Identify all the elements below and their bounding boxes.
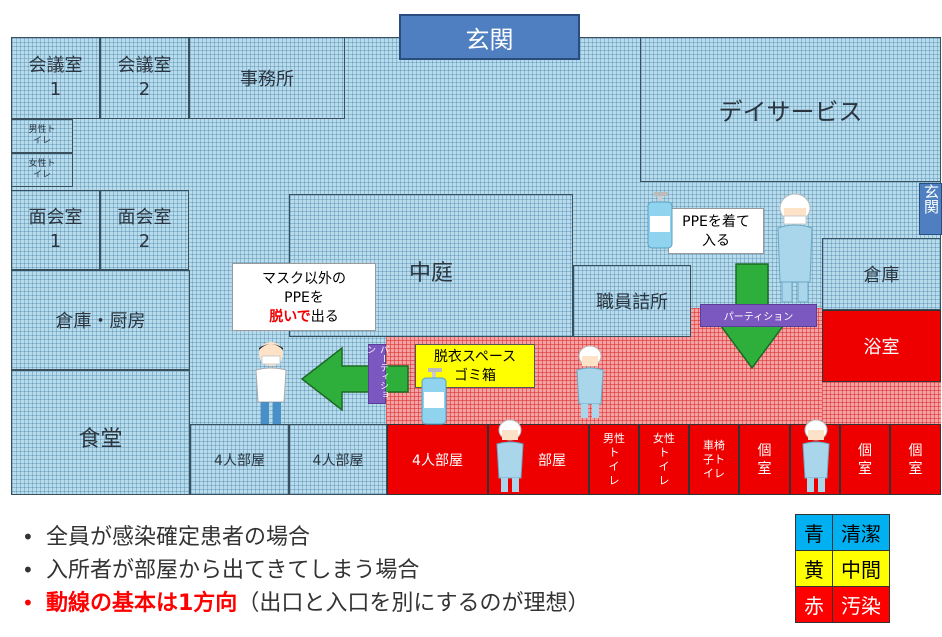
note-wear-ppe: PPEを着て 入る	[668, 208, 764, 254]
room-meeting-2: 会議室 2	[100, 37, 189, 119]
side-entrance-label: 玄関	[919, 183, 942, 235]
exit-arrow	[300, 346, 409, 412]
staff-ppe-figure-icon	[777, 193, 813, 303]
room-storage-right: 倉庫	[822, 238, 941, 310]
room-meeting-1: 会議室 1	[11, 37, 100, 119]
room-female-toilet: 女性 ト イ レ	[639, 424, 689, 495]
room-male-toilet-small: 男性ト イレ	[11, 119, 73, 153]
room-female-toilet-small: 女性ト イレ	[11, 153, 73, 187]
room-private-3: 個 室	[890, 424, 941, 495]
contaminated-corridor-right	[822, 382, 941, 424]
legend-meaning: 汚染	[832, 586, 890, 623]
room-bath: 浴室	[822, 310, 941, 382]
alcohol-bottle-icon	[647, 192, 673, 249]
legend-meaning: 中間	[832, 550, 890, 587]
room-office: 事務所	[189, 37, 345, 119]
room-dining: 食堂	[11, 370, 190, 495]
room-four-bed-b: 4人部屋	[289, 424, 387, 495]
staff-ppe-figure-icon-2	[576, 345, 604, 418]
legend-meaning: 清潔	[832, 514, 890, 551]
bullet-item: •全員が感染確定患者の場合	[22, 525, 311, 550]
staff-ppe-figure-icon-4	[802, 419, 830, 492]
room-visit-1: 面会室 1	[11, 190, 100, 270]
room-visit-2: 面会室 2	[100, 190, 189, 270]
bullet-item: •入所者が部屋から出てきてしまう場合	[22, 558, 420, 583]
note-remove-ppe: マスク以外の PPEを 脱いで出る	[232, 263, 376, 331]
room-four-bed-red: 4人部屋	[387, 424, 488, 495]
entrance-label: 玄関	[399, 14, 580, 60]
legend-color-name: 赤	[795, 586, 833, 623]
room-private-2: 個 室	[840, 424, 890, 495]
room-day-service: デイサービス	[640, 37, 941, 182]
bullet-item: •動線の基本は1方向（出口と入口を別にするのが理想）	[22, 591, 590, 616]
partition-vertical: パーティション	[365, 344, 388, 404]
legend-color-name: 青	[795, 514, 833, 551]
color-legend: 青清潔 黄中間 赤汚染	[795, 514, 890, 623]
room-four-bed-a: 4人部屋	[190, 424, 289, 495]
staff-ppe-figure-icon-3	[496, 419, 524, 492]
legend-color-name: 黄	[795, 550, 833, 587]
room-private-1: 個 室	[739, 424, 790, 495]
room-male-toilet: 男性 ト イ レ	[589, 424, 639, 495]
bullet-list: •全員が感染確定患者の場合 •入所者が部屋から出てきてしまう場合 •動線の基本は…	[22, 521, 590, 620]
staff-mask-figure-icon	[255, 342, 287, 424]
room-wheelchair-toilet: 車椅 子ト イレ	[689, 424, 739, 495]
partition-horizontal: パーティション	[700, 304, 817, 327]
alcohol-bottle-icon-2	[421, 368, 447, 425]
room-storage-kitchen: 倉庫・厨房	[11, 270, 190, 370]
room-staff-station: 職員詰所	[573, 265, 691, 337]
